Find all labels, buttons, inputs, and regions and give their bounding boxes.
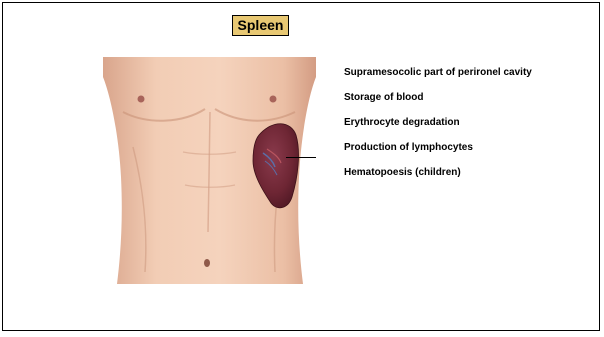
fact-item: Hematopoesis (children)	[344, 167, 574, 178]
spleen-facts-list: Supramesocolic part of perironel cavity …	[344, 67, 574, 192]
slide-title: Spleen	[232, 15, 289, 36]
torso-spleen-illustration	[103, 57, 316, 284]
navel	[204, 259, 210, 267]
callout-line	[286, 157, 316, 158]
slide: Spleen	[2, 2, 600, 331]
fact-item: Supramesocolic part of perironel cavity	[344, 67, 574, 78]
nipple-left	[138, 96, 145, 103]
fact-item: Production of lymphocytes	[344, 142, 574, 153]
fact-item: Erythrocyte degradation	[344, 117, 574, 128]
fact-item: Storage of blood	[344, 92, 574, 103]
nipple-right	[270, 96, 277, 103]
